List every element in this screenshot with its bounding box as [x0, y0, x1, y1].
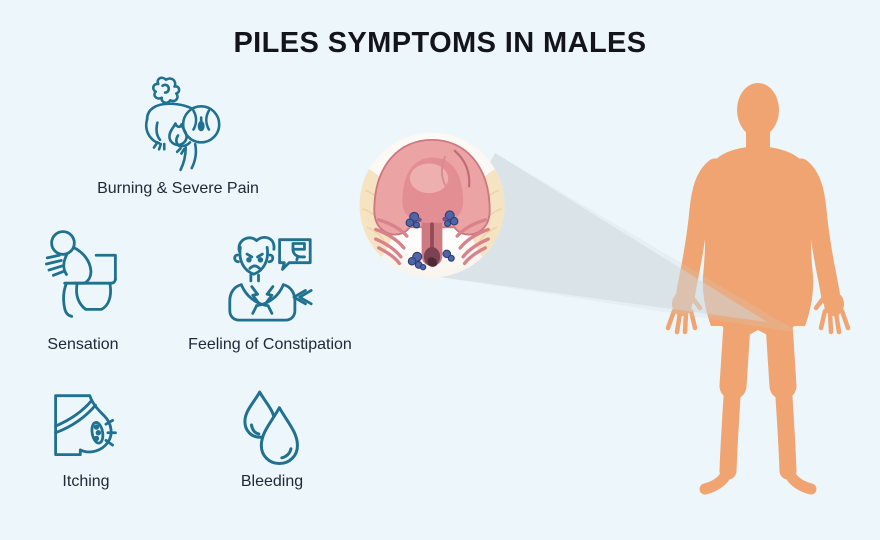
hemorrhoid-cross-section-illustration: [358, 131, 506, 279]
burning-pain-icon: [135, 72, 221, 175]
symptom-item-itching: Itching: [16, 390, 156, 491]
symptom-label: Sensation: [47, 336, 119, 353]
symptom-item-bleeding: Bleeding: [202, 388, 342, 491]
symptom-label: Feeling of Constipation: [188, 336, 352, 353]
blood-drops-icon: [235, 388, 309, 466]
toilet-sitting-icon: [42, 228, 125, 320]
page-title: PILES SYMPTOMS IN MALES: [233, 27, 647, 59]
symptom-item-constipation: Feeling of Constipation: [180, 232, 360, 354]
symptom-item-burning-pain: Burning & Severe Pain: [88, 72, 268, 198]
male-body-silhouette: [655, 80, 855, 510]
symptom-label: Bleeding: [240, 473, 304, 490]
itching-icon: [47, 390, 125, 466]
symptom-label: Burning & Severe Pain: [97, 180, 259, 197]
symptom-label: Itching: [62, 473, 110, 490]
symptom-item-sensation: Sensation: [13, 228, 153, 354]
constipation-icon: [225, 232, 315, 324]
